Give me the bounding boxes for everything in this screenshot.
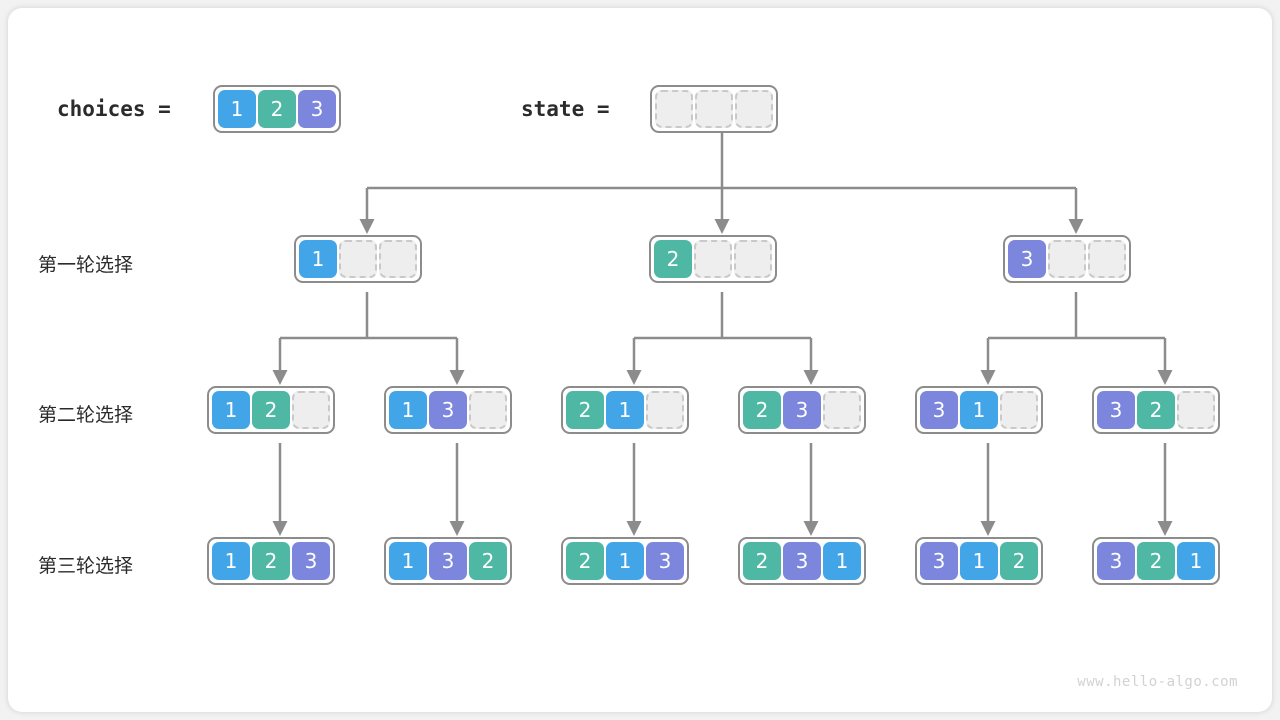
tree-node-level3-4-cell-1: 2 xyxy=(743,542,781,580)
choices-cell-3: 3 xyxy=(298,90,336,128)
state-cell-1 xyxy=(655,90,693,128)
tree-node-level2-6-cell-1: 3 xyxy=(1097,391,1135,429)
tree-node-level2-1-cell-1: 1 xyxy=(212,391,250,429)
tree-node-level1-2: 2 xyxy=(649,235,777,283)
tree-node-level3-3-cell-1: 2 xyxy=(566,542,604,580)
tree-node-level1-1-cell-3 xyxy=(379,240,417,278)
tree-node-level2-6-cell-3 xyxy=(1177,391,1215,429)
tree-node-level1-2-cell-1: 2 xyxy=(654,240,692,278)
site-watermark: www.hello-algo.com xyxy=(1077,674,1238,690)
tree-node-level1-3-cell-1: 3 xyxy=(1008,240,1046,278)
tree-node-level3-2-cell-1: 1 xyxy=(389,542,427,580)
tree-node-level3-2-cell-3: 2 xyxy=(469,542,507,580)
tree-node-level2-2-cell-2: 3 xyxy=(429,391,467,429)
tree-node-level1-2-cell-3 xyxy=(734,240,772,278)
tree-node-level1-1: 1 xyxy=(294,235,422,283)
tree-node-level1-2-cell-2 xyxy=(694,240,732,278)
tree-node-level2-5-cell-1: 3 xyxy=(920,391,958,429)
tree-node-level1-1-cell-2 xyxy=(339,240,377,278)
row-label-level2: 第二轮选择 xyxy=(38,404,134,426)
tree-node-level1-3-cell-2 xyxy=(1048,240,1086,278)
state-array xyxy=(650,85,778,133)
tree-node-level2-1-cell-2: 2 xyxy=(252,391,290,429)
choices-cell-1: 1 xyxy=(218,90,256,128)
row-label-level3: 第三轮选择 xyxy=(38,555,134,577)
tree-node-level1-3-cell-3 xyxy=(1088,240,1126,278)
tree-node-level2-4-cell-3 xyxy=(823,391,861,429)
tree-node-level2-5-cell-3 xyxy=(1000,391,1038,429)
tree-node-level1-1-cell-1: 1 xyxy=(299,240,337,278)
tree-node-level3-6-cell-2: 2 xyxy=(1137,542,1175,580)
tree-node-level3-2-cell-2: 3 xyxy=(429,542,467,580)
tree-node-level3-5-cell-1: 3 xyxy=(920,542,958,580)
tree-node-level2-2-cell-3 xyxy=(469,391,507,429)
tree-node-level1-3: 3 xyxy=(1003,235,1131,283)
tree-node-level3-4-cell-3: 1 xyxy=(823,542,861,580)
tree-node-level3-5-cell-3: 2 xyxy=(1000,542,1038,580)
tree-node-level3-6-cell-3: 1 xyxy=(1177,542,1215,580)
tree-node-level3-4-cell-2: 3 xyxy=(783,542,821,580)
state-cell-2 xyxy=(695,90,733,128)
tree-node-level2-6-cell-2: 2 xyxy=(1137,391,1175,429)
tree-node-level2-5-cell-2: 1 xyxy=(960,391,998,429)
state-cell-3 xyxy=(735,90,773,128)
tree-node-level3-3-cell-2: 1 xyxy=(606,542,644,580)
tree-node-level2-1-cell-3 xyxy=(292,391,330,429)
tree-node-level3-1-cell-1: 1 xyxy=(212,542,250,580)
tree-node-level3-1-cell-2: 2 xyxy=(252,542,290,580)
state-label: state = xyxy=(521,97,610,121)
tree-node-level2-3-cell-1: 2 xyxy=(566,391,604,429)
tree-node-level3-6-cell-1: 3 xyxy=(1097,542,1135,580)
tree-node-level2-2-cell-1: 1 xyxy=(389,391,427,429)
tree-node-level3-3-cell-3: 3 xyxy=(646,542,684,580)
tree-node-level3-1-cell-3: 3 xyxy=(292,542,330,580)
choices-cell-2: 2 xyxy=(258,90,296,128)
tree-node-level2-4-cell-2: 3 xyxy=(783,391,821,429)
tree-node-level2-3-cell-3 xyxy=(646,391,684,429)
tree-node-level3-5-cell-2: 1 xyxy=(960,542,998,580)
choices-label: choices = xyxy=(57,97,171,121)
tree-node-level2-4-cell-1: 2 xyxy=(743,391,781,429)
row-label-level1: 第一轮选择 xyxy=(38,254,134,276)
diagram-card xyxy=(8,8,1272,712)
tree-node-level2-3-cell-2: 1 xyxy=(606,391,644,429)
